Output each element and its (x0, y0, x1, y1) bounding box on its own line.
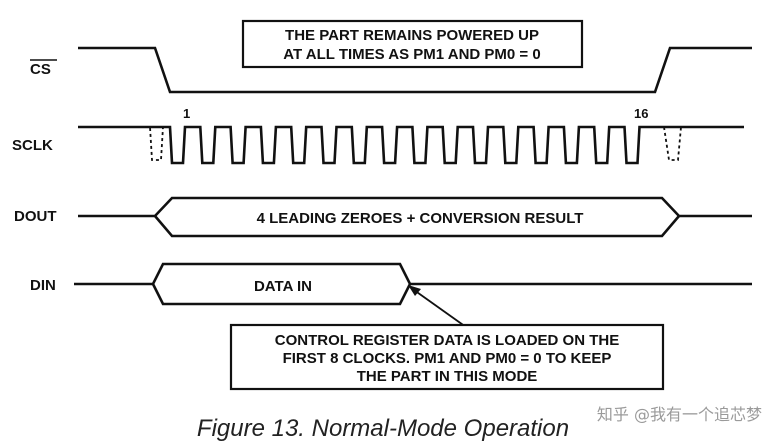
power-note-box (241, 19, 584, 69)
din-label: DATA IN (254, 278, 312, 295)
control-note-line-1: CONTROL REGISTER DATA IS LOADED ON THE (275, 332, 619, 349)
note-arrow-line (413, 289, 467, 328)
dout-bus-top (78, 196, 752, 218)
cs-waveform (78, 46, 752, 94)
din-bus-top (74, 262, 752, 286)
dout-bus-bottom (154, 215, 680, 238)
power-note-line-2: AT ALL TIMES AS PM1 AND PM0 = 0 (283, 46, 540, 63)
din-bus-bottom (151, 283, 412, 306)
control-note-line-2: FIRST 8 CLOCKS. PM1 AND PM0 = 0 TO KEEP (283, 350, 612, 367)
sclk-signal-label: SCLK (12, 137, 53, 154)
sclk-waveform (78, 125, 744, 165)
dout-signal-label: DOUT (14, 208, 57, 225)
dout-label: 4 LEADING ZEROES + CONVERSION RESULT (257, 210, 584, 227)
power-note-line-1: THE PART REMAINS POWERED UP (285, 27, 539, 44)
clock-label-first: 1 (183, 106, 190, 121)
figure-caption: Figure 13. Normal-Mode Operation (197, 415, 569, 442)
sclk-dashed-pulse-end (663, 126, 686, 161)
din-signal-label: DIN (30, 277, 56, 294)
note-arrow-head (408, 285, 421, 296)
control-register-note-box (229, 323, 665, 391)
watermark-text: 知乎 @我有一个追芯梦 (597, 405, 762, 424)
sclk-dashed-pulse-start (145, 126, 164, 161)
clock-label-last: 16 (634, 106, 648, 121)
control-note-line-3: THE PART IN THIS MODE (357, 368, 538, 385)
cs-signal-label: CS (30, 61, 51, 78)
